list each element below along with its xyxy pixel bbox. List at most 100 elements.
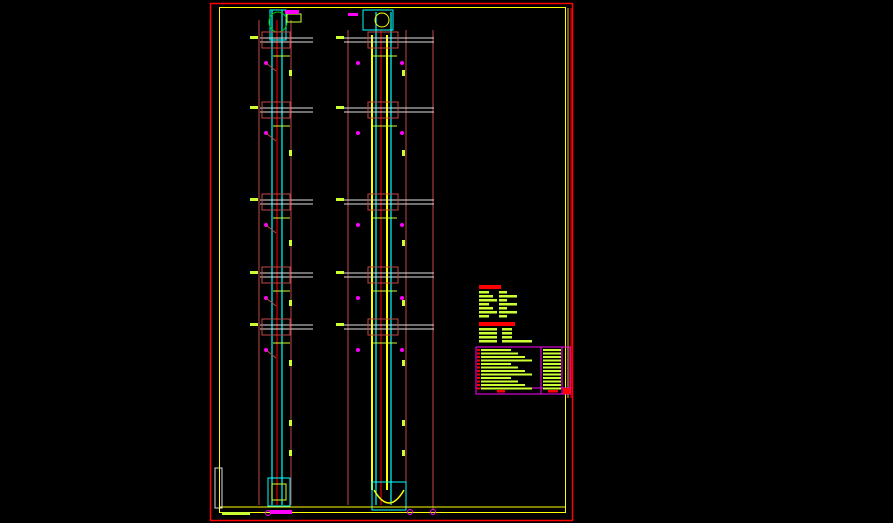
note-line <box>479 315 489 318</box>
note-line <box>479 303 489 306</box>
callout-dot <box>400 61 404 65</box>
level-label <box>336 106 344 109</box>
table-row-number <box>477 366 480 369</box>
right-elevation <box>347 9 434 510</box>
callout-dot <box>356 348 360 352</box>
note-value <box>499 303 517 306</box>
table-row-number <box>477 377 480 379</box>
level-label <box>336 271 344 274</box>
dim-tick <box>402 420 405 426</box>
table-row-number <box>477 370 480 372</box>
floor-opening <box>261 101 291 119</box>
floor-opening <box>261 193 291 211</box>
table-cell-text <box>543 370 561 372</box>
floor-level-4 <box>260 266 434 307</box>
note-line <box>479 307 493 310</box>
level-label <box>250 271 258 274</box>
note-value <box>502 332 512 335</box>
table-cell-text <box>481 373 532 376</box>
notes-heading <box>479 285 501 289</box>
note-line <box>479 336 497 339</box>
table-cell-text <box>543 380 561 383</box>
dim-tick <box>289 240 292 246</box>
boot-curve <box>373 489 405 504</box>
table-cell-text <box>481 363 511 365</box>
datum-marker <box>430 509 436 515</box>
note-line <box>479 311 497 314</box>
table-cell-text <box>543 373 561 376</box>
dim-tick <box>289 360 292 366</box>
note-value <box>502 340 532 343</box>
table-cell-text <box>543 352 561 355</box>
note-value <box>499 315 507 318</box>
label-mark <box>285 10 299 14</box>
level-label <box>250 198 258 201</box>
level-label <box>250 36 258 39</box>
callout-dot <box>356 296 360 300</box>
table-cell-text <box>543 359 561 362</box>
table-row-number <box>477 373 480 376</box>
dim-tick <box>289 300 292 306</box>
table-cell-text <box>481 380 518 383</box>
callout-dot <box>356 131 360 135</box>
dim-tick <box>402 360 405 366</box>
floor-opening <box>367 31 399 49</box>
dim-tick <box>402 450 405 456</box>
drive-pulley <box>374 12 390 28</box>
table-cell-text <box>543 377 561 379</box>
table-cell-text <box>481 349 511 351</box>
outer-frame <box>209 2 574 522</box>
boot-housing <box>267 477 291 507</box>
note-line <box>479 299 497 302</box>
note-line <box>479 328 497 331</box>
left-elevation <box>258 9 302 505</box>
table-cell-text <box>481 366 518 369</box>
floor-level-3 <box>260 193 434 234</box>
table-cell-text <box>481 356 525 358</box>
dim-tick <box>289 450 292 456</box>
note-value <box>499 311 517 314</box>
dim-tick <box>289 150 292 156</box>
table-cell-text <box>543 384 561 386</box>
level-label <box>336 36 344 39</box>
dim-tick <box>402 300 405 306</box>
floor-opening <box>367 193 399 211</box>
table-row-number <box>477 363 480 365</box>
table-cell-text <box>481 387 532 390</box>
label-mark <box>348 13 358 16</box>
level-label <box>336 323 344 326</box>
notes-heading-2 <box>479 322 515 326</box>
revision-strip <box>214 467 223 509</box>
table-row-number <box>477 387 480 390</box>
motor-block <box>286 13 302 23</box>
callout-dot <box>400 296 404 300</box>
note-line <box>479 295 493 298</box>
table-cell-text <box>543 366 561 369</box>
callout-dot <box>356 61 360 65</box>
scale-label <box>222 512 250 515</box>
table-row-number <box>477 349 480 351</box>
note-value <box>502 328 512 331</box>
footer-text <box>497 390 505 393</box>
note-value <box>499 307 507 310</box>
table-border <box>475 346 571 395</box>
floor-level-5 <box>260 318 434 359</box>
datum-marker <box>407 509 413 515</box>
callout-dot <box>400 131 404 135</box>
table-cell-text <box>481 352 518 355</box>
table-cell-text <box>543 387 561 390</box>
table-cell-text <box>543 349 561 351</box>
head-housing <box>362 9 394 31</box>
table-cell-text <box>543 363 561 365</box>
note-line <box>479 340 497 343</box>
table-row-number <box>477 352 480 355</box>
table-cell-text <box>481 359 532 362</box>
head-housing <box>269 9 287 41</box>
note-line <box>479 332 497 335</box>
floor-opening <box>261 266 291 284</box>
boot-housing <box>371 481 407 511</box>
dim-tick <box>402 70 405 76</box>
dim-tick <box>289 70 292 76</box>
dim-tick <box>289 420 292 426</box>
